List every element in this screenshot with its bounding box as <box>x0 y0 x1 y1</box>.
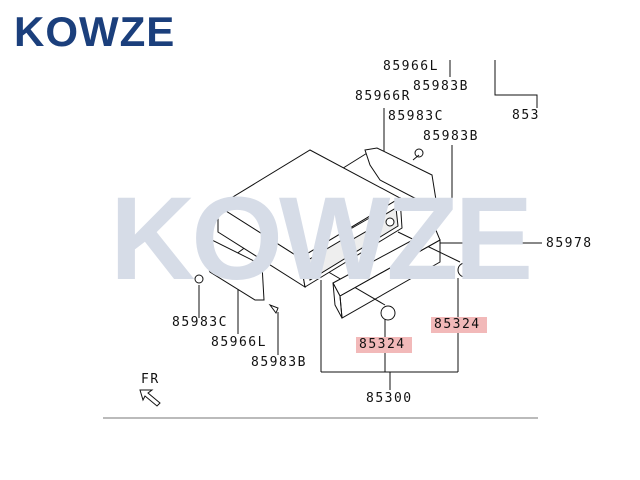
cap-85324-right <box>457 262 473 278</box>
cap-85324-left <box>380 305 396 321</box>
label-85324-left: 85324 <box>356 337 412 353</box>
trim-frame-85978 <box>332 227 441 319</box>
label-85983B-right: 85983B <box>423 129 479 144</box>
label-85966L-left: 85966L <box>211 335 267 350</box>
label-85300: 85300 <box>366 391 413 406</box>
label-85966R: 85966R <box>355 89 411 104</box>
bracket-85966R <box>364 147 449 213</box>
label-85324-right: 85324 <box>431 317 487 333</box>
front-arrow-icon <box>139 389 161 407</box>
label-85966L-top: 85966L <box>383 59 439 74</box>
label-85983B-left: 85983B <box>251 355 307 370</box>
brand-logo: KOWZE <box>14 8 176 55</box>
label-85983C-right: 85983C <box>388 109 444 124</box>
watermark: KOWZE <box>110 173 533 305</box>
bracket-85966L <box>194 239 279 315</box>
radio-unit <box>217 149 403 289</box>
label-85983C-left: 85983C <box>172 315 228 330</box>
label-85983B-top: 85983B <box>413 79 469 94</box>
label-853-clipped: 853 <box>512 108 540 123</box>
label-85978: 85978 <box>546 236 593 251</box>
divider <box>103 417 538 419</box>
label-fr: FR <box>141 372 160 387</box>
